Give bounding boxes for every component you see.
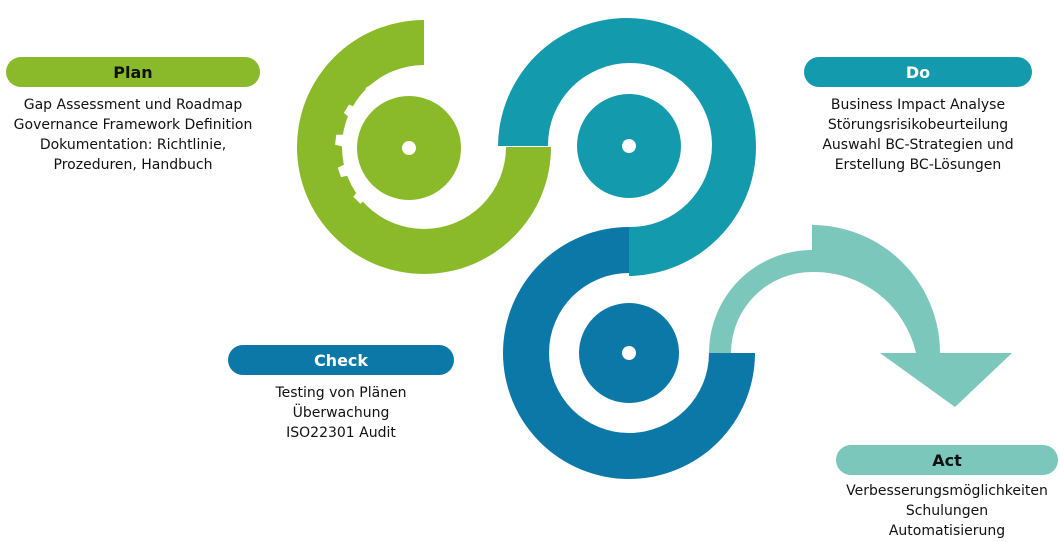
check-title: Check [313, 350, 369, 370]
do-line: Störungsrisikobeurteilung [827, 117, 1009, 133]
plan-segment [297, 20, 551, 274]
do-description: Business Impact Analyse Störungsrisikobe… [798, 95, 1038, 175]
plan-line: Gap Assessment und Roadmap [23, 97, 243, 113]
plan-line: Dokumentation: Richtlinie, [39, 137, 227, 153]
check-segment [503, 227, 755, 479]
do-line: Auswahl BC-Strategien und [822, 137, 1014, 153]
check-title-pill: Check [228, 345, 454, 375]
check-line: Überwachung [292, 405, 390, 421]
check-line: Testing von Plänen [275, 385, 407, 401]
act-title: Act [932, 450, 962, 470]
gear-hub [402, 141, 416, 155]
gear-hub [622, 139, 636, 153]
do-line: Erstellung BC-Lösungen [834, 157, 1002, 173]
plan-line: Prozeduren, Handbuch [53, 157, 213, 173]
act-line: Verbesserungsmöglichkeiten [846, 483, 1048, 499]
act-line: Schulungen [905, 503, 989, 519]
check-line: ISO22301 Audit [286, 425, 396, 441]
gear-hub [622, 346, 636, 360]
do-title: Do [905, 62, 931, 82]
act-arrow-body [709, 225, 1012, 407]
plan-description: Gap Assessment und Roadmap Governance Fr… [6, 95, 260, 175]
do-line: Business Impact Analyse [830, 97, 1006, 113]
do-title-pill: Do [804, 57, 1032, 87]
act-title-pill: Act [836, 445, 1058, 475]
check-description: Testing von Plänen Überwachung ISO22301 … [228, 383, 454, 443]
do-segment [498, 18, 756, 277]
gear-icon [335, 74, 483, 222]
gear-icon [555, 72, 703, 220]
plan-title-pill: Plan [6, 57, 260, 87]
plan-title: Plan [113, 62, 153, 82]
act-description: Verbesserungsmöglichkeiten Schulungen Au… [836, 481, 1058, 541]
gear-icon [557, 281, 701, 425]
act-line: Automatisierung [888, 523, 1006, 539]
plan-line: Governance Framework Definition [13, 117, 253, 133]
